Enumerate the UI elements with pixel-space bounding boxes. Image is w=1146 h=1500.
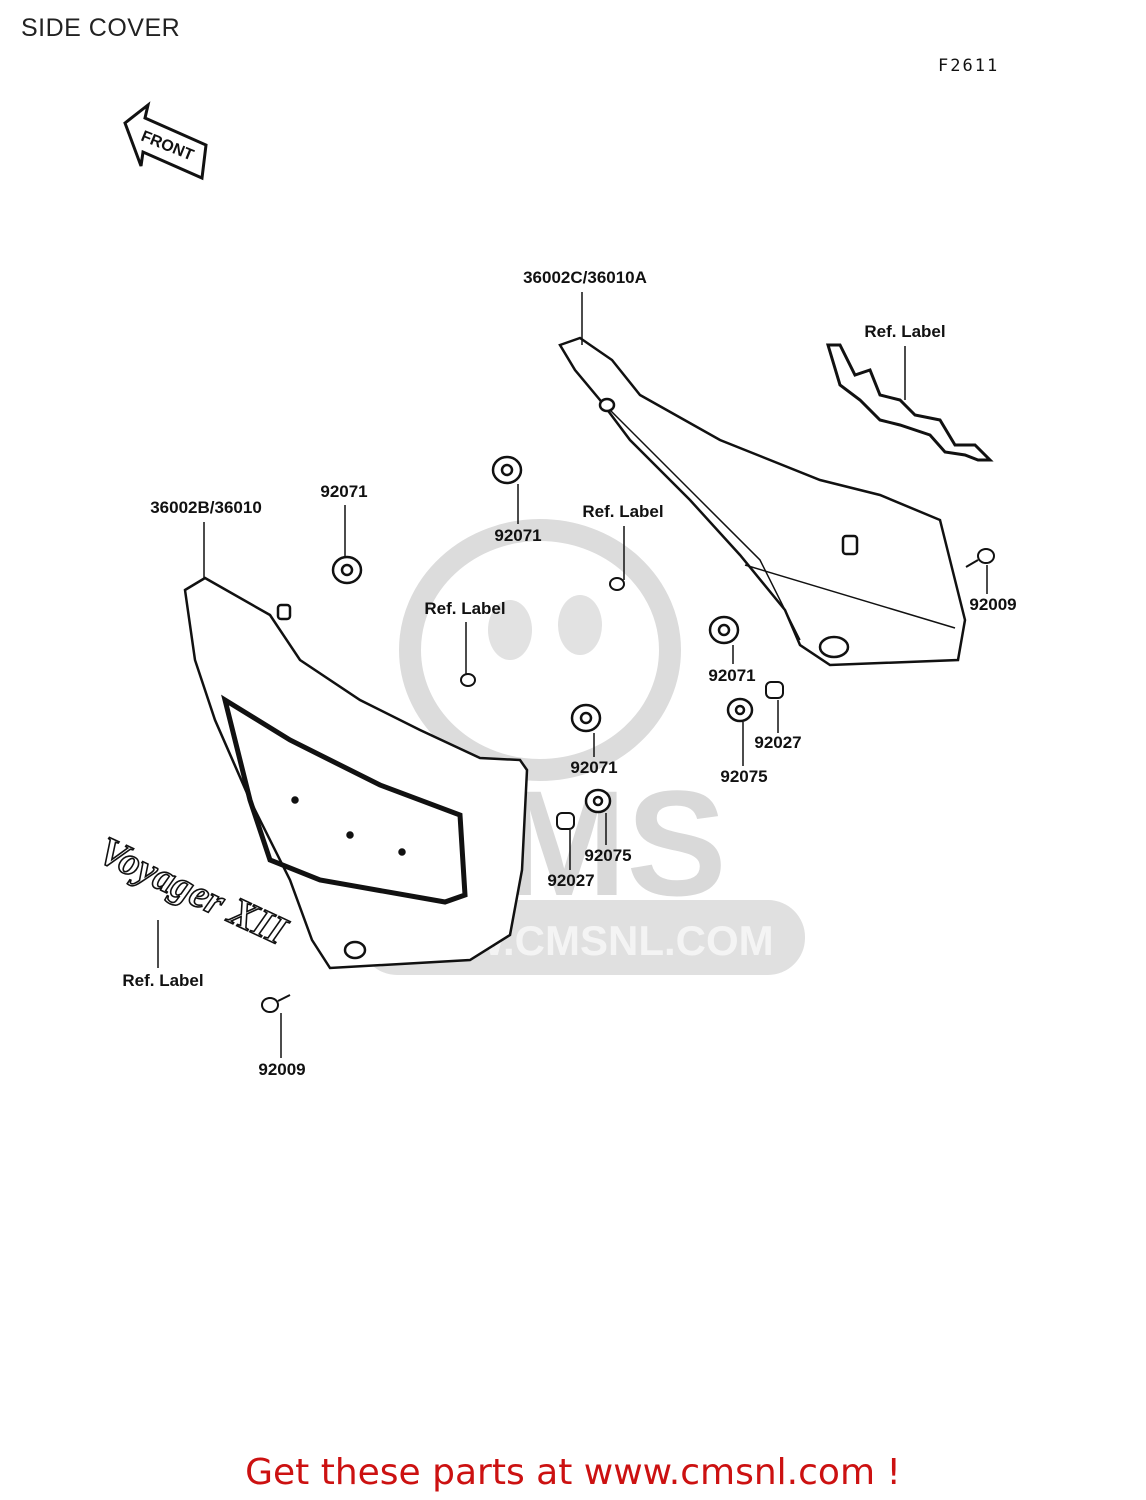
callout-ref-label-emblem-bottom: Ref. Label: [122, 971, 204, 990]
footer-link-text[interactable]: Get these parts at www.cmsnl.com !: [245, 1452, 901, 1493]
callout-grommet-top-center: 92071: [494, 526, 542, 545]
callout-damper-center: 92075: [584, 846, 632, 865]
callout-grommet-mid-right: 92071: [708, 666, 756, 685]
callout-ref-label-small: Ref. Label: [424, 599, 506, 618]
watermark-mascot-icon: [399, 519, 681, 781]
side-cover-left: [183, 576, 529, 970]
leader-lines: [157, 292, 988, 1058]
collar-92027-icon: [556, 681, 784, 830]
figure-reference: F2611: [938, 56, 1000, 76]
side-cover-right: [558, 336, 967, 667]
callout-cover-left: 36002B/36010: [150, 498, 262, 517]
callout-damper-right: 92075: [720, 767, 768, 786]
callout-ref-label-mid: Ref. Label: [582, 502, 664, 521]
damper-92075-icon: [584, 697, 754, 814]
parts-diagram: CMS WWW.CMSNL.COM FRONT Voyager XII: [91, 101, 995, 1058]
callout-bolt-bottom: 92009: [258, 1060, 306, 1079]
callout-bolt-right: 92009: [969, 595, 1017, 614]
grommet-92071-icon: [331, 455, 740, 733]
callout-cover-right: 36002C/36010A: [523, 268, 647, 287]
emblem-label-top: [825, 343, 994, 462]
callout-ref-label-emblem-top: Ref. Label: [864, 322, 946, 341]
callout-collar-right: 92027: [754, 733, 802, 752]
callout-grommet-top-left: 92071: [320, 482, 368, 501]
callout-grommet-center: 92071: [570, 758, 618, 777]
callout-collar-center: 92027: [547, 871, 595, 890]
ref-label-clip-icon: [460, 577, 625, 687]
front-arrow-icon: FRONT: [123, 101, 208, 181]
page-title: SIDE COVER: [21, 14, 181, 42]
bolt-92009-icon: [261, 548, 995, 1013]
